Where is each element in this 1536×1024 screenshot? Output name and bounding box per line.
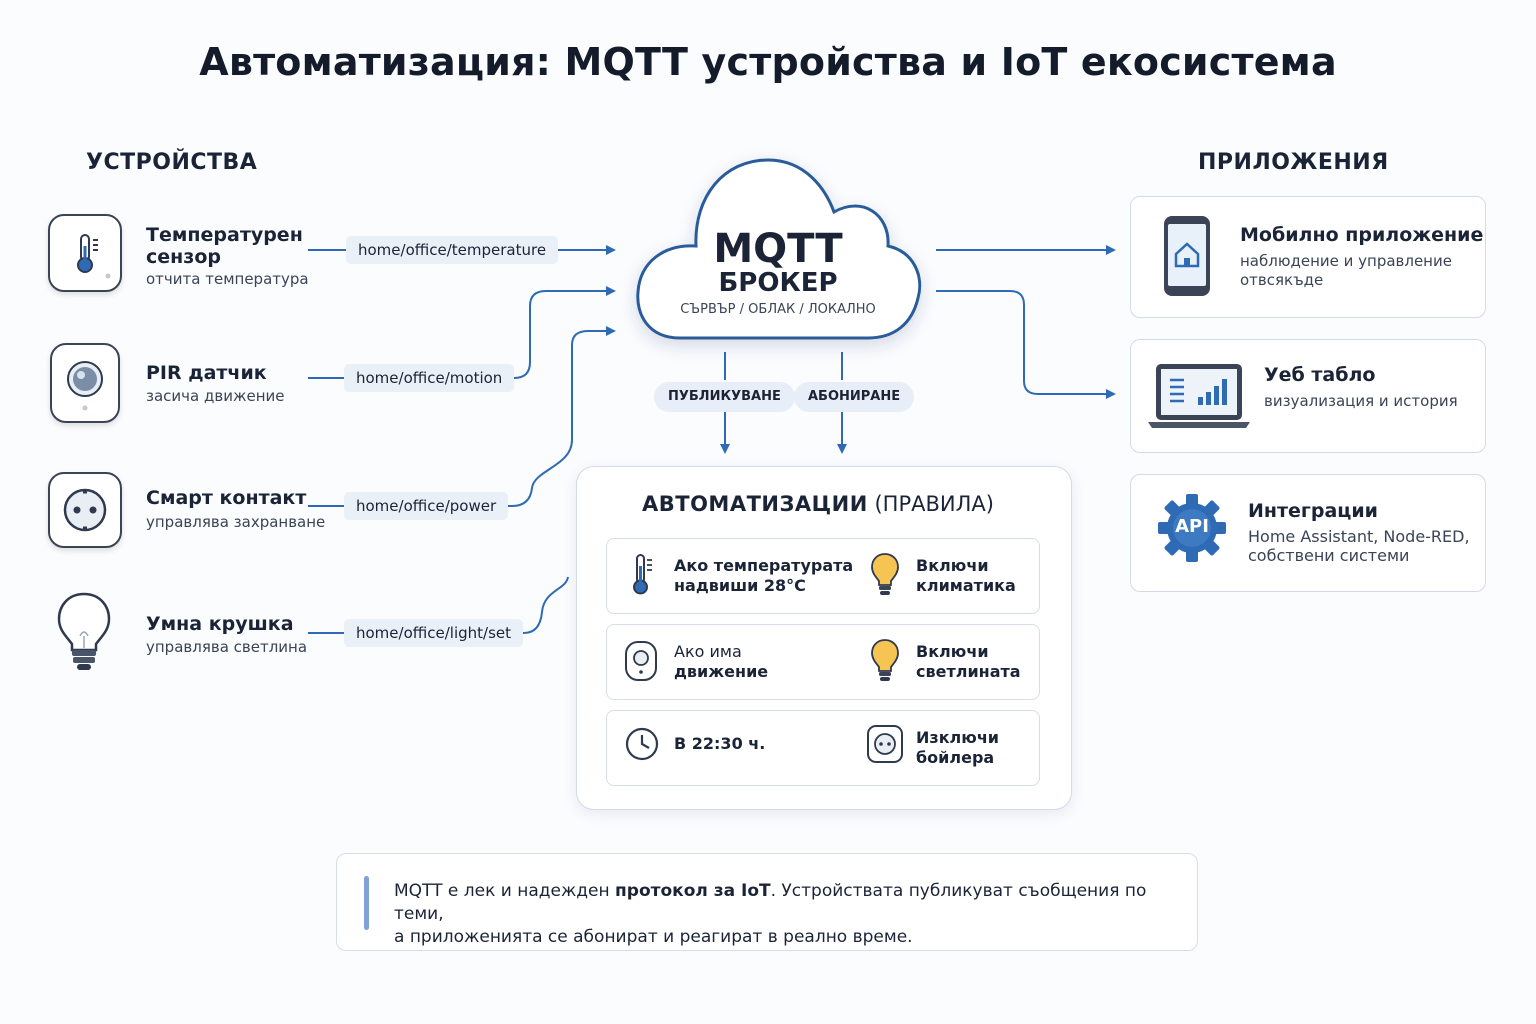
device-desc-pir: засича движение — [146, 387, 285, 405]
device-desc-bulb: управлява светлина — [146, 638, 308, 656]
rule-condition-line1: Ако температурата — [674, 556, 854, 575]
device-name-pir: PIR датчик — [146, 362, 267, 384]
rule-condition-line2: движение — [674, 662, 769, 681]
smart-plug-icon — [866, 724, 904, 764]
light-bulb-icon — [870, 552, 900, 598]
automations-title-rest: (ПРАВИЛА) — [874, 492, 994, 516]
app-desc-line1: наблюдение и управление — [1240, 252, 1452, 270]
rule-card — [606, 710, 1040, 786]
broker-title: MQTT — [713, 226, 843, 272]
app-desc-line1: визуализация и история — [1264, 392, 1458, 410]
app-name-mobile: Мобилно приложение — [1240, 224, 1484, 246]
motion-sensor-icon — [624, 640, 658, 682]
rule-action-line1: Включи — [916, 556, 989, 575]
app-desc-integrations: Home Assistant, Node-RED, собствени сист… — [1248, 527, 1470, 565]
rule-condition-line2: надвиши 28°C — [674, 576, 806, 595]
footer-note — [336, 853, 1198, 951]
footer-accent-bar — [364, 876, 369, 930]
topic-motion: home/office/motion — [344, 364, 515, 392]
wire-motion — [504, 286, 616, 379]
app-name-integrations: Интеграции — [1248, 500, 1378, 522]
app-desc-web: визуализация и история — [1264, 392, 1458, 411]
rule-card — [606, 624, 1040, 700]
wire-light — [512, 576, 569, 634]
footer-line2: а приложенията се абонират и реагират в … — [394, 927, 913, 947]
device-name-temperature: Температурен сензор — [146, 224, 303, 268]
footer-part2: . Устройствата публикуват съобщения по т… — [394, 881, 1147, 924]
apps-heading: ПРИЛОЖЕНИЯ — [1198, 150, 1389, 175]
footer-text: MQTT е лек и надежден протокол за IoT. У… — [394, 880, 1174, 949]
topic-temperature: home/office/temperature — [346, 236, 559, 264]
broker-cloud — [636, 158, 922, 340]
rule-action: Изключи бойлера — [916, 728, 999, 768]
rule-action-line1: Включи — [916, 642, 989, 661]
rule-condition: В 22:30 ч. — [674, 734, 765, 754]
footer-part1: MQTT е лек и надежден — [394, 881, 616, 901]
rule-condition-line1: Ако има — [674, 642, 742, 661]
subscribe-pill: АБОНИРАНЕ — [794, 382, 915, 412]
rule-condition: Ако температурата надвиши 28°C — [674, 556, 853, 596]
motion-sensor-icon — [50, 343, 120, 423]
footer-line1: MQTT е лек и надежден протокол за IoT. У… — [394, 880, 1174, 926]
publish-pill: ПУБЛИКУВАНЕ — [654, 382, 795, 412]
light-bulb-icon — [870, 638, 900, 684]
laptop-dashboard-icon — [1146, 362, 1252, 432]
page-title: Автоматизация: MQTT устройства и IoT еко… — [199, 40, 1337, 84]
device-name-plug: Смарт контакт — [146, 487, 307, 509]
api-label: API — [1175, 516, 1209, 537]
smart-plug-icon — [48, 472, 122, 548]
devices-heading: УСТРОЙСТВА — [86, 150, 258, 175]
smartphone-icon — [1162, 214, 1212, 298]
app-name-web: Уеб табло — [1264, 364, 1376, 386]
rule-action-line2: бойлера — [916, 748, 995, 767]
rule-action: Включи светлината — [916, 642, 1021, 682]
rule-condition-line1: В 22:30 ч. — [674, 734, 766, 753]
broker-note: СЪРВЪР / ОБЛАК / ЛОКАЛНО — [680, 302, 876, 317]
automations-title: АВТОМАТИЗАЦИИ (ПРАВИЛА) — [642, 492, 994, 516]
device-desc-plug: управлява захранване — [146, 513, 326, 531]
rule-action-line2: климатика — [916, 576, 1016, 595]
automations-title-bold: АВТОМАТИЗАЦИИ — [642, 492, 868, 516]
thermometer-icon — [48, 214, 122, 292]
footer-bold: протокол за IoT — [615, 881, 771, 901]
device-name-bulb: Умна крушка — [146, 613, 294, 635]
app-desc-mobile: наблюдение и управление отвсякъде — [1240, 252, 1452, 290]
app-desc-line1: Home Assistant, Node-RED, — [1248, 527, 1470, 546]
wire-web — [936, 290, 1116, 399]
light-bulb-icon — [54, 590, 114, 674]
device-desc-temperature: отчита температура — [146, 270, 309, 288]
rule-condition: Ако има движение — [674, 642, 768, 682]
api-gear-icon: API — [1156, 492, 1228, 564]
rule-action-line2: светлината — [916, 662, 1021, 681]
clock-icon — [624, 726, 660, 762]
rule-card — [606, 538, 1040, 614]
thermometer-icon — [626, 552, 656, 598]
app-desc-line2: отвсякъде — [1240, 271, 1324, 289]
rule-action-line1: Изключи — [916, 728, 1000, 747]
wire-power — [498, 326, 616, 507]
broker-subtitle: БРОКЕР — [718, 268, 838, 298]
app-desc-line2: собствени системи — [1248, 546, 1410, 565]
topic-light: home/office/light/set — [344, 619, 524, 647]
topic-power: home/office/power — [344, 492, 509, 520]
rule-action: Включи климатика — [916, 556, 1016, 596]
